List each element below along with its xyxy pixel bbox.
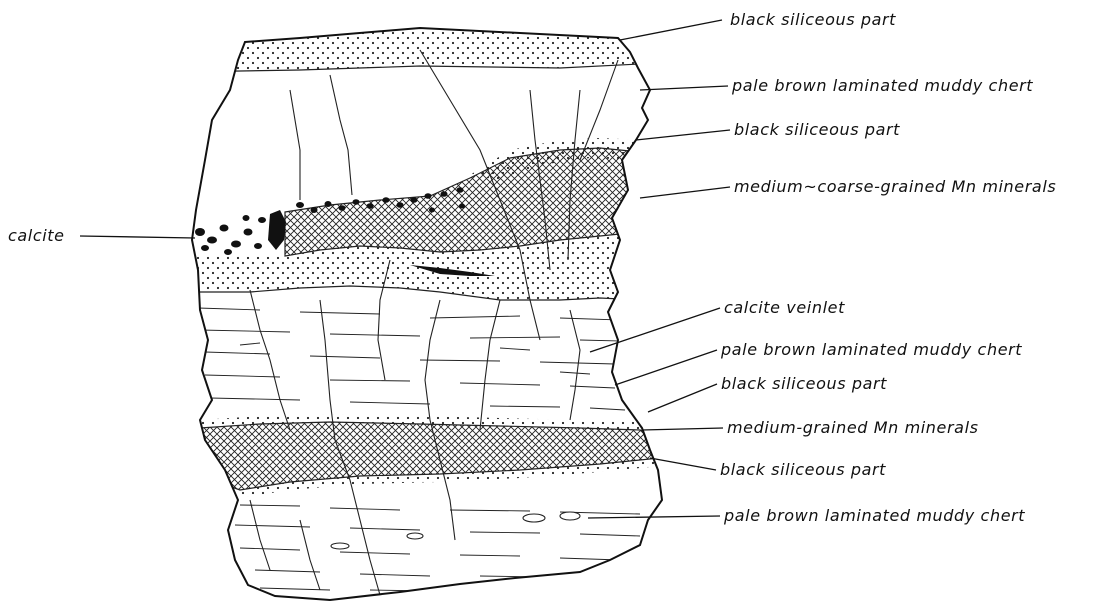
- label-mn-medium: medium-grained Mn minerals: [727, 418, 979, 437]
- label-calcite-veinlet: calcite veinlet: [724, 298, 845, 317]
- label-calcite: calcite: [8, 226, 65, 245]
- label-black-siliceous-2: black siliceous part: [734, 120, 900, 139]
- label-black-siliceous-top: black siliceous part: [730, 10, 896, 29]
- label-mn-coarse: medium~coarse-grained Mn minerals: [734, 177, 1056, 196]
- label-pale-brown-chert-1: pale brown laminated muddy chert: [731, 76, 1033, 95]
- label-black-siliceous-4: black siliceous part: [720, 460, 886, 479]
- rock-body: [180, 20, 680, 610]
- label-pale-brown-chert-2: pale brown laminated muddy chert: [720, 340, 1022, 359]
- label-pale-brown-chert-3: pale brown laminated muddy chert: [723, 506, 1025, 525]
- label-black-siliceous-3: black siliceous part: [721, 374, 887, 393]
